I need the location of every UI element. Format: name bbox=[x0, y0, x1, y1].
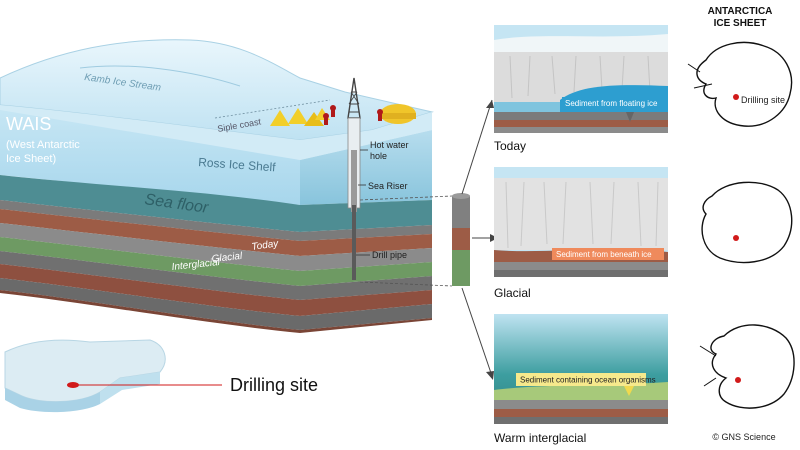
sea-riser-label: Sea Riser bbox=[368, 181, 408, 191]
layer-today-brown bbox=[0, 209, 432, 256]
camp-tents bbox=[270, 104, 416, 126]
antarctica-shelf-map bbox=[4, 339, 166, 403]
arrow-head-today bbox=[486, 100, 494, 108]
interglacial-layer-label: Interglacial bbox=[171, 257, 221, 273]
today-layer-label: Today bbox=[251, 238, 280, 253]
hot-water-label-1: Hot water bbox=[370, 140, 409, 150]
ross-ice-shelf-label: Ross Ice Shelf bbox=[198, 155, 277, 174]
core-grey-section bbox=[452, 196, 470, 228]
sea-riser-pipe bbox=[351, 150, 357, 212]
wais-title: WAIS bbox=[6, 114, 51, 134]
core-connector-top bbox=[359, 195, 453, 201]
antarctica-outline-today bbox=[696, 41, 793, 127]
layer-grey-top bbox=[0, 200, 432, 241]
sediment-label-glacial: Sediment from beneath ice bbox=[556, 250, 652, 259]
hot-water-label-2: hole bbox=[370, 151, 387, 161]
drilling-site-label: Drilling site bbox=[230, 375, 318, 395]
site-marker-today bbox=[733, 94, 739, 100]
credit-text: © GNS Science bbox=[712, 432, 775, 442]
arrow-to-interglacial bbox=[461, 287, 493, 377]
caption-glacial: Glacial bbox=[494, 286, 531, 300]
site-marker-glacial bbox=[733, 235, 739, 241]
drilling-site-marker bbox=[67, 382, 79, 388]
core-green-section bbox=[452, 250, 470, 286]
sediment-label-today: Sediment from floating ice bbox=[565, 99, 658, 108]
sediment-label-box-interglacial bbox=[516, 373, 646, 386]
sediment-label-box-today bbox=[562, 97, 666, 109]
wais-subtitle-1: (West Antarctic bbox=[6, 139, 80, 151]
wais-subtitle-2: Ice Sheet) bbox=[6, 153, 56, 165]
layer-brown-lower bbox=[0, 264, 432, 316]
layer-grey-mid bbox=[0, 251, 432, 300]
map-shelf-edge-right bbox=[100, 372, 160, 404]
continent-column: ANTARCTICA ICE SHEET Drilling site © GNS… bbox=[687, 6, 795, 442]
drilling-site-map: Drilling site bbox=[4, 339, 318, 413]
core-connector-bottom bbox=[359, 281, 453, 287]
caption-warm-interglacial: Warm interglacial bbox=[494, 431, 586, 445]
layer-glacial-grey bbox=[0, 223, 432, 271]
continent-title-2: ICE SHEET bbox=[714, 18, 767, 29]
panel-today: Sediment from floating ice Today bbox=[494, 25, 668, 153]
panel-glacial: Sediment from beneath ice Glacial bbox=[494, 167, 668, 300]
core-top-cap bbox=[452, 193, 470, 199]
core-brown-section bbox=[452, 228, 470, 250]
antarctica-outline-interglacial bbox=[710, 324, 795, 409]
core-sample bbox=[359, 99, 498, 380]
glacial-layer-label: Glacial bbox=[211, 251, 243, 265]
caption-today: Today bbox=[494, 139, 526, 153]
site-label-today: Drilling site bbox=[741, 95, 785, 105]
antarctica-outline-glacial bbox=[701, 181, 793, 264]
layer-grey-bottom bbox=[0, 278, 432, 330]
arrow-to-today bbox=[461, 99, 493, 195]
sediment-label-interglacial: Sediment containing ocean organisms bbox=[520, 376, 656, 385]
sediment-label-box-glacial bbox=[552, 248, 664, 260]
map-shelf-edge bbox=[5, 388, 100, 413]
layer-interglacial-green bbox=[0, 237, 432, 286]
siple-coast-line bbox=[214, 99, 331, 119]
panel-warm-interglacial: Sediment containing ocean organisms Warm… bbox=[494, 314, 668, 445]
continent-title-1: ANTARCTICA bbox=[708, 6, 773, 17]
drill-pipe-label: Drill pipe bbox=[372, 250, 407, 260]
ice-side-face bbox=[300, 130, 432, 205]
site-marker-interglacial bbox=[735, 377, 741, 383]
block-diagram: Kamb Ice Stream Siple coast WAIS (West A… bbox=[0, 39, 434, 333]
sea-floor-layer bbox=[0, 175, 432, 232]
drill-pipe bbox=[352, 205, 356, 280]
ice-stream-line bbox=[79, 65, 241, 87]
ice-front-face bbox=[0, 110, 300, 205]
arrow-head-interglacial bbox=[486, 371, 494, 380]
